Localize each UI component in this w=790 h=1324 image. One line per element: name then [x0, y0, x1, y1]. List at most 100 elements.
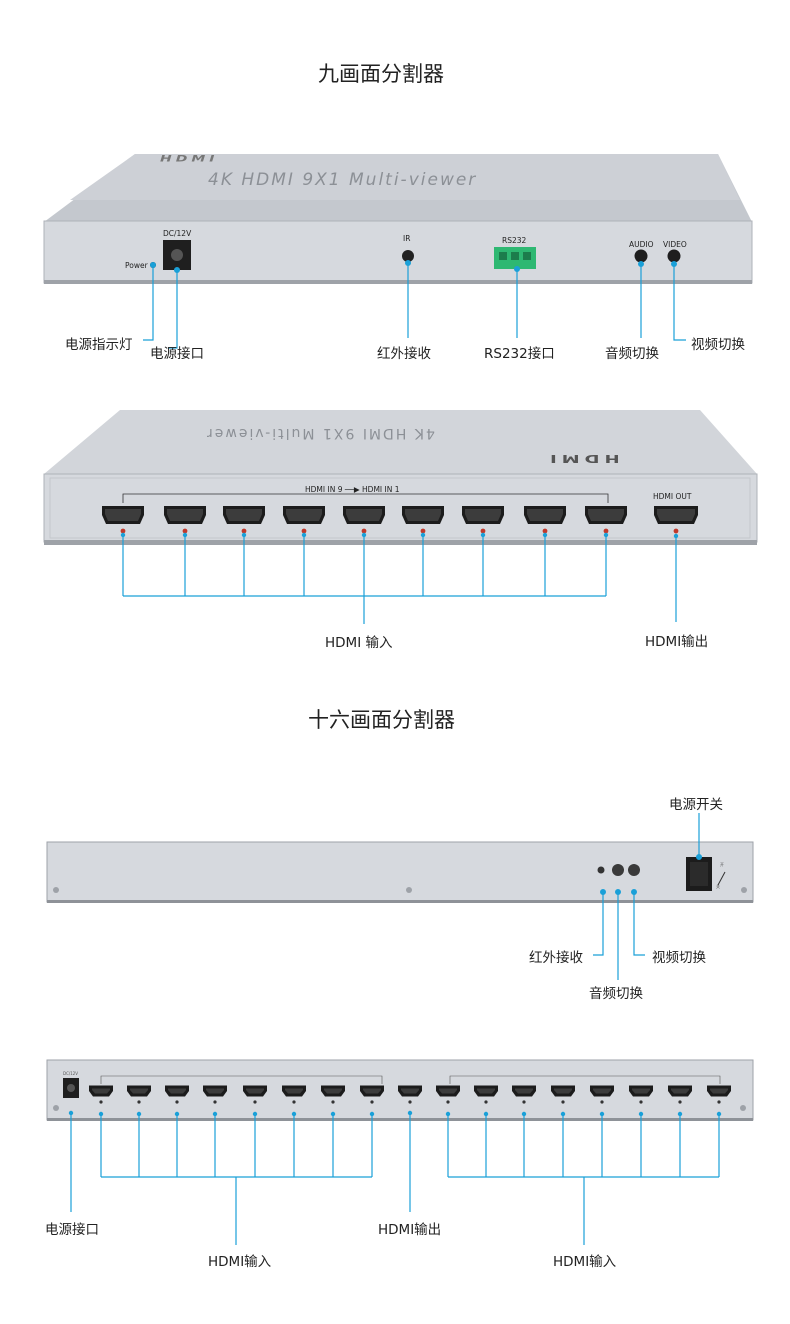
port-led: [717, 1100, 721, 1104]
hdmi-input-port: [89, 1085, 113, 1097]
port-led: [120, 528, 126, 534]
hdmi-input-port: [203, 1085, 227, 1097]
port-led: [292, 1100, 296, 1104]
leader-dot: [420, 532, 426, 538]
port-led: [420, 528, 426, 534]
hdmi-input-port: [223, 506, 265, 524]
hdmi-in-range-label: HDMI IN 9 ──▶ HDMI IN 1: [305, 485, 400, 494]
hdmi-input-port: [474, 1085, 498, 1097]
dc-label-16: DC/12V: [63, 1071, 79, 1076]
port-led: [561, 1100, 565, 1104]
callout-rs232: RS232接口: [484, 346, 555, 362]
callout-hdmi-input: HDMI 输入: [325, 635, 393, 651]
port-led: [175, 1100, 179, 1104]
callout-power-port: 电源接口: [150, 346, 204, 362]
callout-hdmi-input-right: HDMI输入: [553, 1254, 617, 1270]
port-led: [408, 1100, 412, 1104]
hdmi-ports-9: [102, 493, 698, 624]
hdmi-input-port: [102, 506, 144, 524]
switch-on-mark: 开: [720, 862, 724, 867]
callout-audio: 音频切换: [605, 346, 659, 362]
leader-dot: [480, 532, 486, 538]
hdmi-input-port: [590, 1085, 614, 1097]
hdmi-input-port: [360, 1085, 384, 1097]
hdmi-input-port: [512, 1085, 536, 1097]
power-label: Power: [125, 261, 148, 270]
callout-power-indicator: 电源指示灯: [65, 337, 133, 353]
hdmi-input-port: [629, 1085, 653, 1097]
port-led: [361, 528, 367, 534]
hdmi-input-port: [165, 1085, 189, 1097]
callout-power-switch: 电源开关: [669, 797, 723, 813]
hdmi-input-port: [668, 1085, 692, 1097]
port-led: [137, 1100, 141, 1104]
hdmi-input-port: [436, 1085, 460, 1097]
rs232-label: RS232: [502, 236, 527, 245]
port-led: [673, 528, 679, 534]
hdmi-input-port: [585, 506, 627, 524]
video-label: VIDEO: [663, 240, 687, 249]
switch-off-mark: 关: [716, 884, 720, 889]
callout-hdmi-output: HDMI输出: [645, 634, 709, 650]
leader-dot: [241, 532, 247, 538]
hdmi-logo: HDMI: [160, 154, 219, 164]
port-led: [484, 1100, 488, 1104]
callout-hdmi-input-left: HDMI输入: [208, 1254, 272, 1270]
port-led: [678, 1100, 682, 1104]
callout-power-port-16: 电源接口: [45, 1222, 99, 1238]
hdmi-input-port: [707, 1085, 731, 1097]
callout-video: 视频切换: [691, 337, 745, 353]
hdmi-input-port: [321, 1085, 345, 1097]
callout-audio-16: 音频切换: [589, 986, 643, 1002]
hdmi-input-port: [524, 506, 566, 524]
callout-video-16: 视频切换: [652, 950, 706, 966]
port-led: [603, 528, 609, 534]
nine-view-device-hdmi-side: [43, 410, 758, 545]
leader-dot: [361, 532, 367, 538]
audio-label: AUDIO: [629, 240, 654, 249]
leader-dot: [301, 532, 307, 538]
port-led: [182, 528, 188, 534]
hdmi-input-port: [283, 506, 325, 524]
port-led: [639, 1100, 643, 1104]
port-led: [301, 528, 307, 534]
section-title-9: 九画面分割器: [318, 62, 444, 86]
hdmi-input-port: [243, 1085, 267, 1097]
hdmi-input-port: [551, 1085, 575, 1097]
callout-hdmi-output-16: HDMI输出: [378, 1222, 442, 1238]
port-led: [370, 1100, 374, 1104]
leader-dot: [182, 532, 188, 538]
hdmi-input-port: [462, 506, 504, 524]
section-title-16: 十六画面分割器: [308, 708, 455, 732]
hdmi-input-port: [343, 506, 385, 524]
hdmi-input-port: [127, 1085, 151, 1097]
leader-dot: [603, 532, 609, 538]
port-led: [480, 528, 486, 534]
port-led: [99, 1100, 103, 1104]
hdmi-output-port: [654, 506, 698, 524]
port-led: [600, 1100, 604, 1104]
hdmi-input-port: [164, 506, 206, 524]
hdmi-out-label: HDMI OUT: [653, 492, 692, 501]
hdmi-input-port: [402, 506, 444, 524]
port-led: [446, 1100, 450, 1104]
nine-view-device: [43, 154, 753, 284]
port-led: [522, 1100, 526, 1104]
port-led: [253, 1100, 257, 1104]
callout-ir-16: 红外接收: [529, 950, 583, 966]
leader-dot: [542, 532, 548, 538]
port-led: [542, 528, 548, 534]
section1-leader-lines: [143, 260, 686, 349]
port-led: [213, 1100, 217, 1104]
port-led: [331, 1100, 335, 1104]
ir-label: IR: [403, 234, 411, 243]
callout-ir: 红外接收: [377, 346, 431, 362]
hdmi-output-port: [398, 1085, 422, 1097]
hdmi-input-port: [282, 1085, 306, 1097]
leader-dot: [120, 532, 126, 538]
section3-leader-lines: [593, 813, 702, 980]
port-led: [241, 528, 247, 534]
dc-label: DC/12V: [163, 229, 192, 238]
device-top-text: 4K HDMI 9X1 Multi-viewer: [208, 170, 478, 190]
